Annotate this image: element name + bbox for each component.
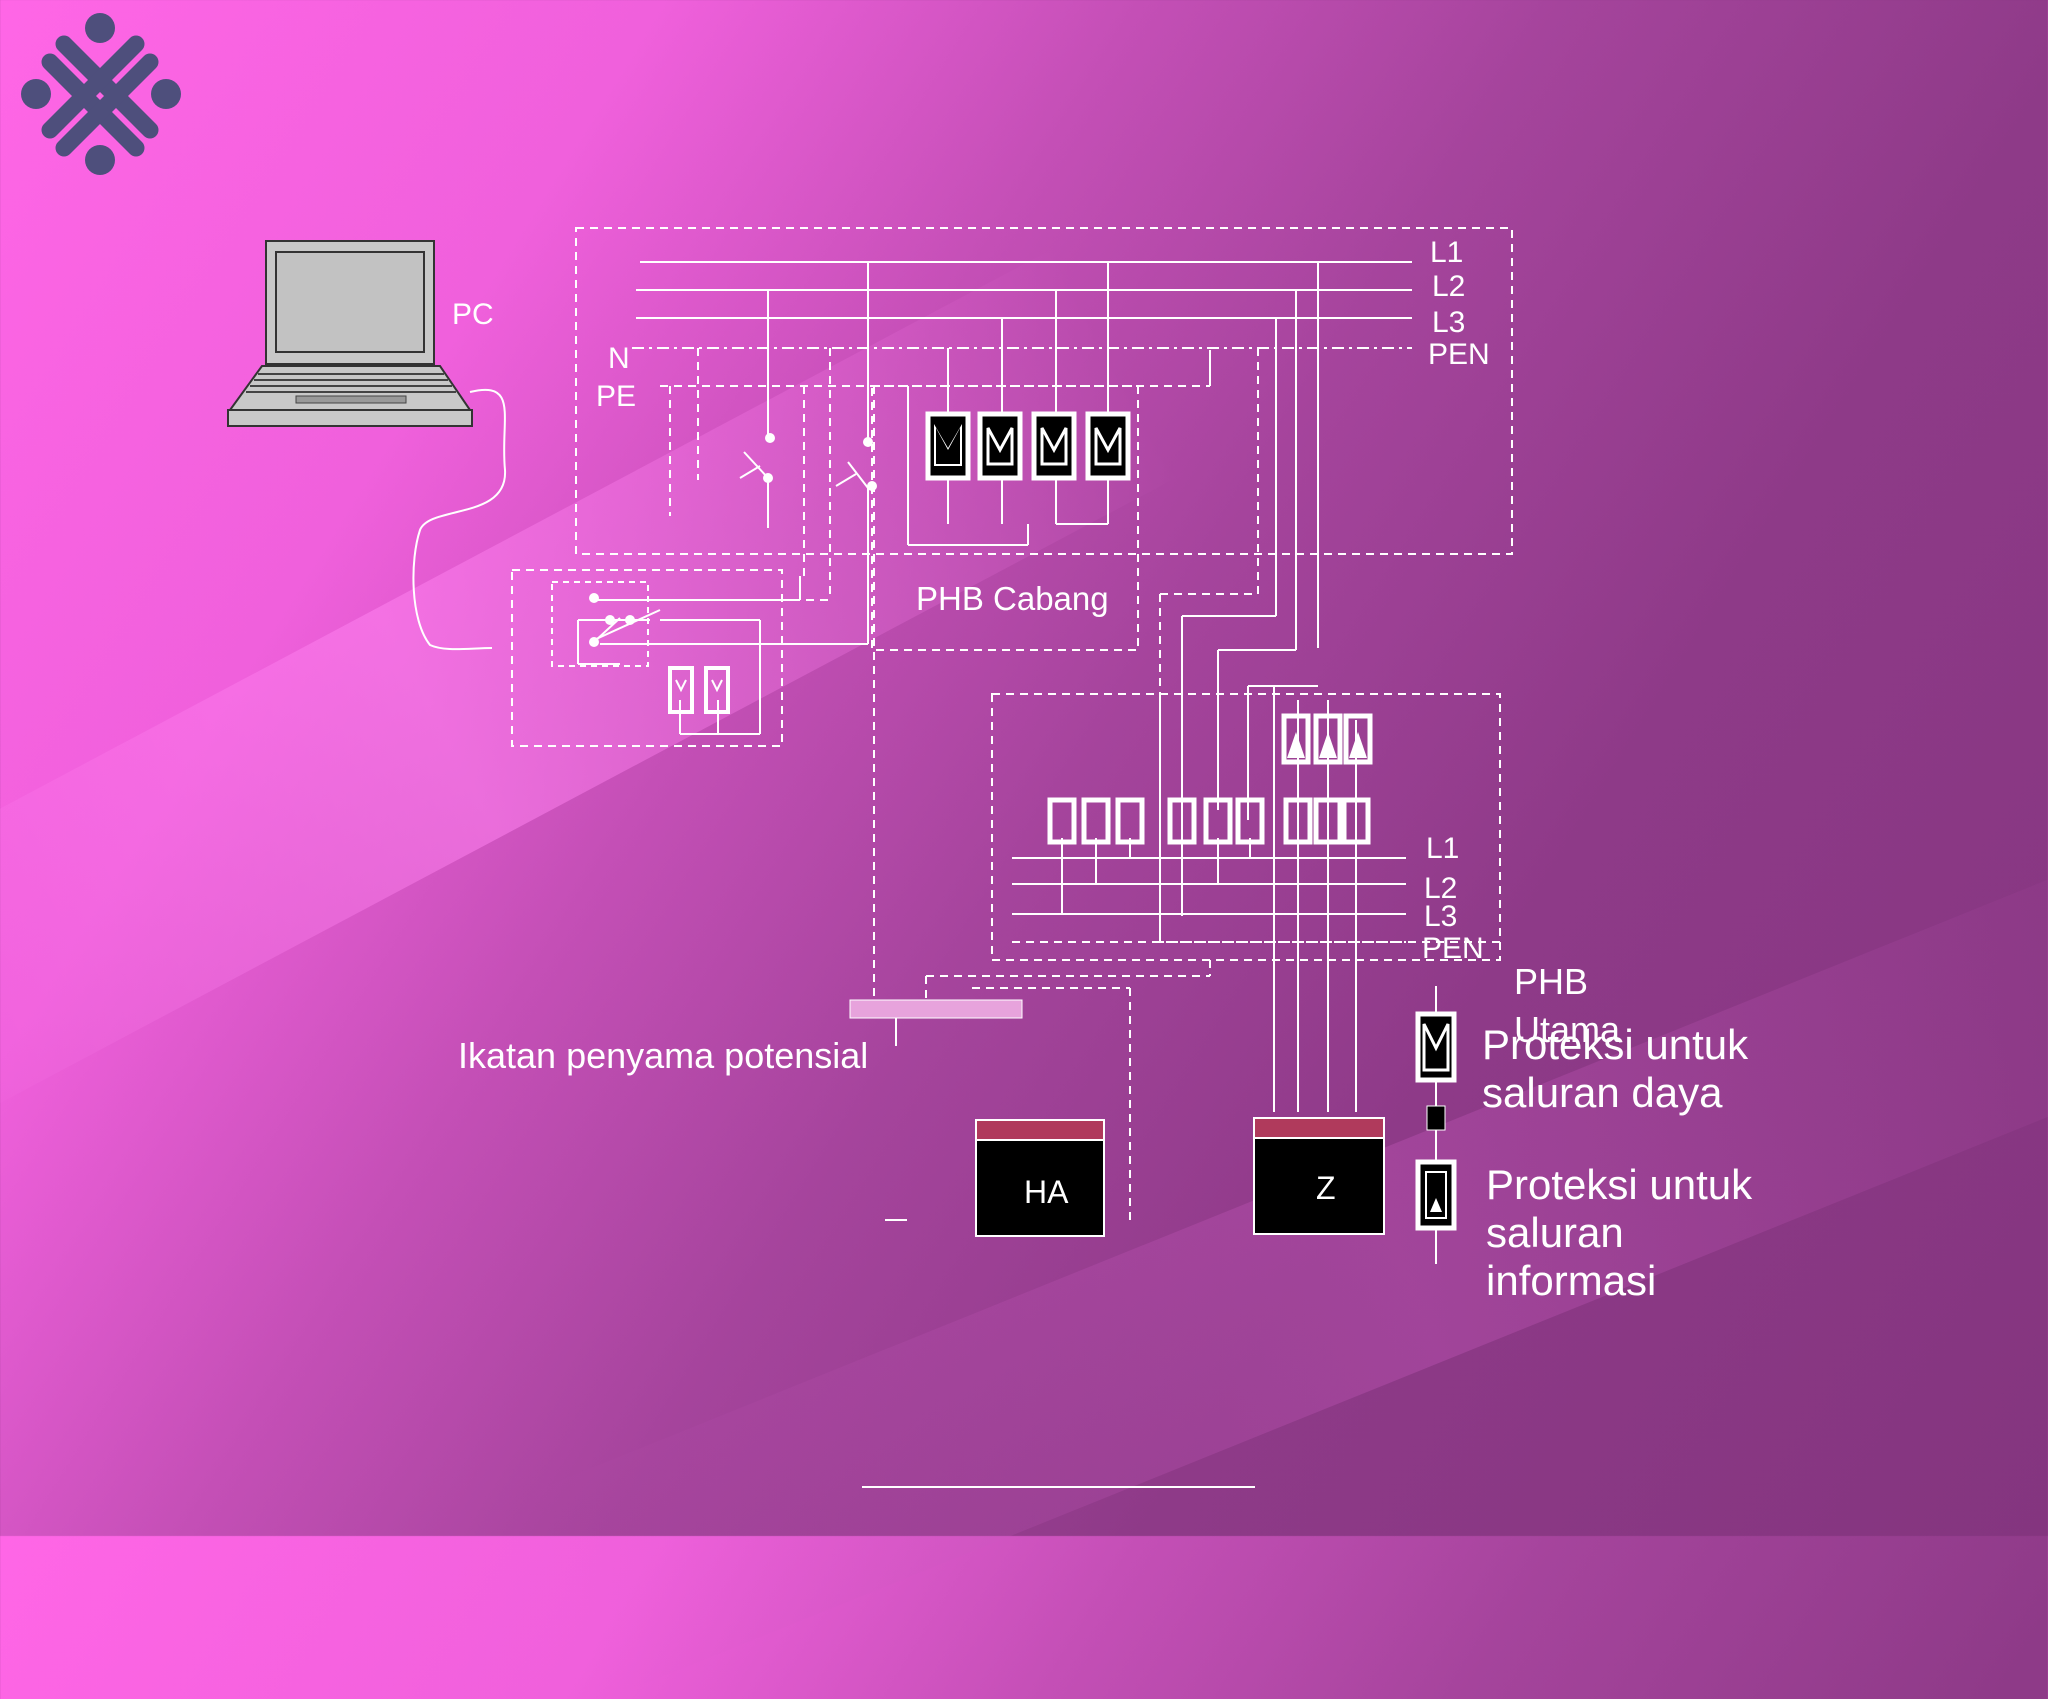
logo-icon — [21, 13, 181, 175]
bonding-bar — [849, 999, 1023, 1019]
z-label: Z — [1316, 1170, 1336, 1206]
top-l1-label: L1 — [1430, 236, 1464, 269]
bottom-l3-label: L3 — [1424, 900, 1458, 933]
phb-utama-label-line2: Utama — [1514, 1009, 1621, 1050]
surge-arrester-icon — [1415, 1011, 1457, 1231]
ikatan-label: Ikatan penyama potensial — [458, 1035, 869, 1076]
connection-points — [589, 433, 877, 647]
proteksi-informasi-line3: informasi — [1486, 1257, 1657, 1304]
proteksi-daya-line1: Proteksi untuk — [1482, 1021, 1749, 1068]
bottom-pen-label: PEN — [1422, 932, 1484, 965]
proteksi-daya-line2: saluran daya — [1482, 1069, 1723, 1116]
bottom-l2-label: L2 — [1424, 872, 1458, 905]
ha-label: HA — [1024, 1174, 1069, 1210]
n-label: N — [608, 342, 630, 375]
ha-box — [975, 1119, 1105, 1237]
wiring-diagram — [21, 13, 1513, 1237]
pe-label: PE — [596, 380, 637, 413]
fuse-row — [1047, 797, 1371, 845]
proteksi-informasi-line2: saluran — [1486, 1209, 1624, 1256]
short-dash — [885, 1219, 907, 1221]
top-l3-label: L3 — [1432, 306, 1466, 339]
pc-label: PC — [452, 298, 494, 331]
surge-arrester-icon — [668, 666, 730, 714]
bottom-l1-label: L1 — [1426, 832, 1460, 865]
footer-line — [862, 1486, 1255, 1488]
proteksi-informasi-line1: Proteksi untuk — [1486, 1161, 1753, 1208]
z-box — [1253, 1117, 1385, 1235]
top-pen-label: PEN — [1428, 338, 1490, 371]
switch-icon — [739, 451, 869, 489]
main-enclosure — [575, 227, 1513, 555]
surge-arrester-icon — [1281, 713, 1373, 765]
surge-arrester-icon — [925, 411, 1131, 481]
laptop-icon — [227, 240, 473, 427]
phb-cabang-label: PHB Cabang — [916, 580, 1109, 617]
top-l2-label: L2 — [1432, 270, 1466, 303]
pc-cable — [412, 389, 507, 651]
phb-utama-label-line1: PHB — [1514, 961, 1589, 1002]
